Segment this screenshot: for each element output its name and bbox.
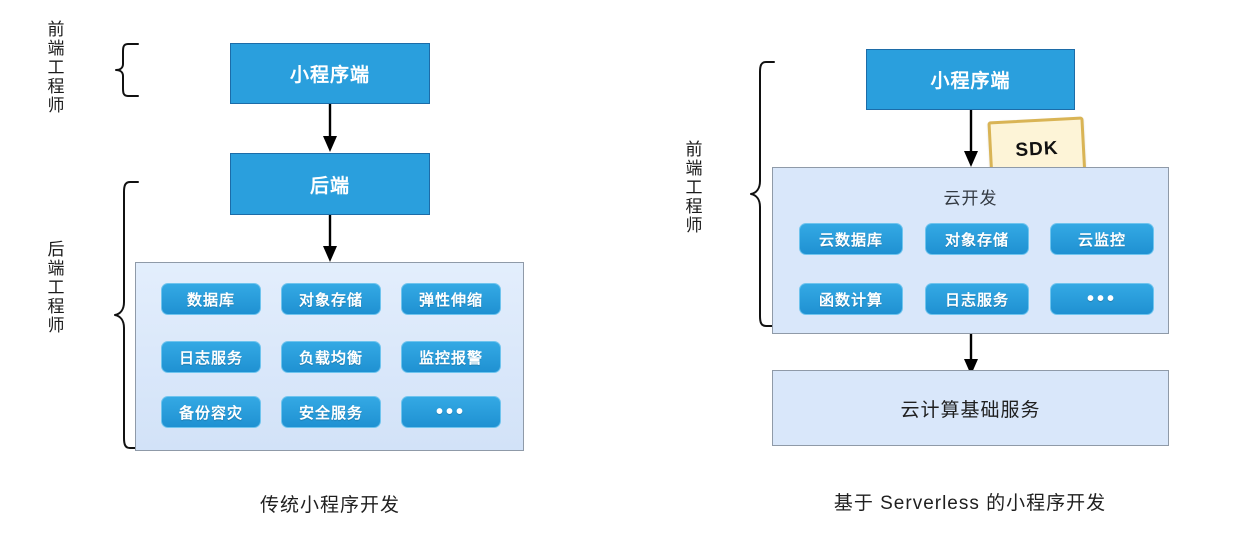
left-service-chip[interactable]: 安全服务 (281, 396, 381, 428)
right-cloud-dev-panel: 云开发 云数据库 对象存储 云监控 函数计算 日志服务 ••• (772, 167, 1169, 334)
right-box-miniprogram-client[interactable]: 小程序端 (866, 49, 1075, 110)
right-arrow-cloud-to-foundation (964, 334, 978, 375)
right-foundation-box[interactable]: 云计算基础服务 (772, 370, 1169, 446)
right-service-chip[interactable]: 函数计算 (799, 283, 903, 315)
left-service-chip[interactable]: 数据库 (161, 283, 261, 315)
right-service-chip[interactable]: 云数据库 (799, 223, 903, 255)
left-service-chip[interactable]: 日志服务 (161, 341, 261, 373)
left-role-label-backend: 后端工程师 (44, 240, 64, 335)
left-box-backend[interactable]: 后端 (230, 153, 430, 215)
right-caption: 基于 Serverless 的小程序开发 (833, 493, 1107, 514)
left-role-label-frontend: 前端工程师 (44, 20, 64, 115)
right-service-chip[interactable]: 日志服务 (925, 283, 1029, 315)
left-arrow-client-to-backend (323, 104, 337, 152)
left-arrow-backend-to-services (323, 215, 337, 262)
right-brace-frontend (750, 61, 775, 327)
right-role-label-frontend: 前端工程师 (682, 140, 702, 235)
left-brace-frontend (115, 43, 139, 97)
right-service-chip[interactable]: 云监控 (1050, 223, 1154, 255)
left-service-chip[interactable]: 备份容灾 (161, 396, 261, 428)
left-service-chip[interactable]: 负载均衡 (281, 341, 381, 373)
cloud-dev-panel-title: 云开发 (943, 189, 998, 208)
left-service-chip-more[interactable]: ••• (401, 396, 501, 428)
right-service-chip[interactable]: 对象存储 (925, 223, 1029, 255)
right-arrow-client-to-cloud (964, 110, 978, 167)
left-services-panel: 数据库 对象存储 弹性伸缩 日志服务 负载均衡 监控报警 备份容灾 安全服务 •… (135, 262, 524, 451)
left-service-chip[interactable]: 弹性伸缩 (401, 283, 501, 315)
foundation-box-label: 云计算基础服务 (900, 399, 1041, 421)
left-service-chip[interactable]: 对象存储 (281, 283, 381, 315)
left-service-chip[interactable]: 监控报警 (401, 341, 501, 373)
left-box-miniprogram-client[interactable]: 小程序端 (230, 43, 430, 104)
right-service-chip-more[interactable]: ••• (1050, 283, 1154, 315)
left-caption: 传统小程序开发 (259, 495, 400, 516)
left-brace-backend (114, 181, 139, 449)
